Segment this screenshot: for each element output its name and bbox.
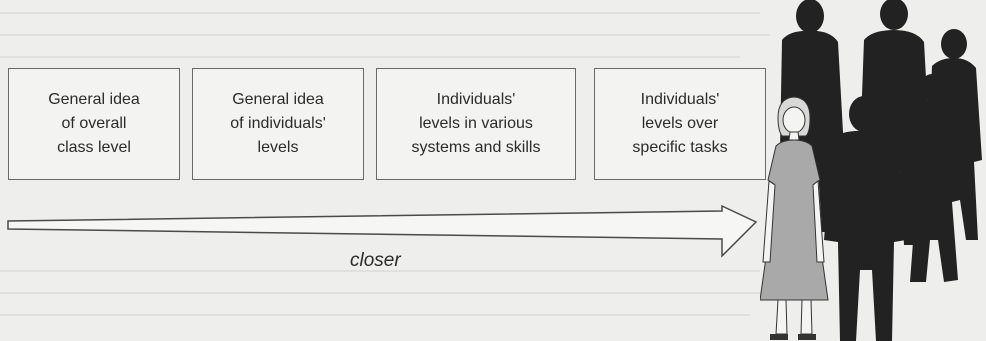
woman-figure [760,96,829,340]
people-illustration [760,0,982,341]
box-line: Individuals' [640,91,720,108]
woman-right-arm [812,180,825,263]
woman-neck [788,131,800,141]
box-line: specific tasks [632,139,728,156]
box-line: of overall [61,115,127,132]
woman-left-leg [775,299,788,335]
box-individuals-levels: General idea of individuals' levels [192,68,364,180]
person-silhouette [824,96,906,341]
box-line: of individuals' [230,115,326,132]
arrow-label: closer [350,250,401,271]
box-line: systems and skills [411,139,541,156]
woman-left-arm [762,180,776,263]
box-line: levels [257,139,299,156]
box-line: Individuals' [436,91,516,108]
woman-face [782,106,806,134]
box-line: class level [57,139,131,156]
box-line: levels in various [419,115,533,132]
box-specific-tasks: Individuals' levels over specific tasks [594,68,766,180]
box-systems-and-skills: Individuals' levels in various systems a… [376,68,576,180]
person-silhouette [906,74,960,282]
box-line: General idea [232,91,324,108]
woman-right-leg [800,299,813,335]
woman-dress [760,139,829,301]
arrow-shape [7,204,758,258]
crowd-silhouettes [780,0,982,341]
box-overall-class-level: General idea of overall class level [8,68,180,180]
woman-shoes [770,334,816,340]
box-line: levels over [641,115,719,132]
box-line: General idea [48,91,140,108]
